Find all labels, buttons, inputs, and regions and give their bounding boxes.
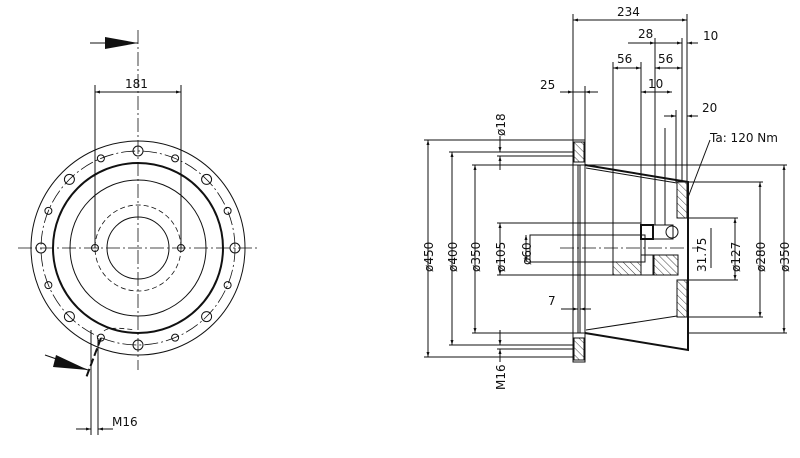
bore-circle bbox=[106, 216, 170, 280]
dim-234: 234 bbox=[617, 5, 640, 19]
bolt-holes bbox=[35, 145, 241, 351]
bolt-hole bbox=[35, 242, 47, 254]
dim-28: 28 bbox=[638, 27, 653, 41]
dim-dia-450: ø450 bbox=[422, 242, 436, 272]
dim-31-75: 31.75 bbox=[695, 238, 709, 272]
bolt-hole bbox=[229, 242, 241, 254]
dim-dia-18: ø18 bbox=[494, 113, 508, 136]
dim-dia-127: ø127 bbox=[729, 242, 743, 272]
bolt-hole bbox=[201, 173, 213, 185]
side-view: 234 28 10 56 56 10 25 20 Ta: 120 Nm 7 ø4… bbox=[422, 5, 792, 390]
dim-20: 20 bbox=[702, 101, 717, 115]
inner-circle bbox=[69, 179, 207, 317]
torque-note: Ta: 120 Nm bbox=[709, 131, 778, 145]
bolt-hole bbox=[132, 339, 144, 351]
dim-dia-350-right: ø350 bbox=[778, 242, 792, 272]
dim-10-top: 10 bbox=[703, 29, 718, 43]
section-arrow-bottom bbox=[53, 355, 88, 370]
dim-56-right: 56 bbox=[658, 52, 673, 66]
outer-flange-circle bbox=[30, 140, 246, 356]
dim-dia-60: ø60 bbox=[520, 242, 534, 265]
bolt-hole bbox=[201, 311, 213, 323]
bolt-hole bbox=[171, 154, 180, 163]
bolt-hole bbox=[223, 281, 232, 290]
bolt-hole bbox=[223, 206, 232, 215]
dim-181: 181 bbox=[125, 77, 148, 91]
bolt-circle bbox=[40, 150, 236, 346]
dim-dia-400: ø400 bbox=[446, 242, 460, 272]
dim-m16-side: M16 bbox=[494, 364, 508, 390]
dim-56-left: 56 bbox=[617, 52, 632, 66]
body-circle bbox=[52, 162, 224, 334]
dim-dia-105: ø105 bbox=[494, 242, 508, 272]
bolt-hole bbox=[63, 173, 75, 185]
bolt-hole bbox=[132, 145, 144, 157]
bolt-hole bbox=[44, 206, 53, 215]
dim-25: 25 bbox=[540, 78, 555, 92]
dim-7: 7 bbox=[548, 294, 556, 308]
bolt-hole bbox=[96, 154, 105, 163]
bolt-hole bbox=[63, 311, 75, 323]
bolt-hole bbox=[44, 281, 53, 290]
dim-10-mid: 10 bbox=[648, 77, 663, 91]
front-view: 181 M16 bbox=[18, 30, 260, 435]
dim-m16-front: M16 bbox=[112, 415, 138, 429]
dim-dia-350-left: ø350 bbox=[469, 242, 483, 272]
dim-dia-280: ø280 bbox=[754, 242, 768, 272]
bolt-hole bbox=[171, 333, 180, 342]
section-arrow-top bbox=[105, 37, 138, 49]
